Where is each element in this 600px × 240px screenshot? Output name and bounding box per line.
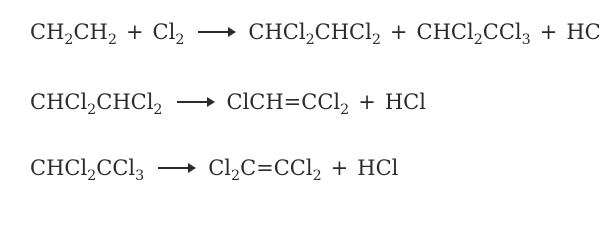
- formula-text: HCl: [384, 90, 426, 114]
- reactants-formula: Cl2: [152, 20, 185, 48]
- products-formula: CHCl2CHCl2: [248, 20, 381, 48]
- formula-subscript: 2: [230, 168, 241, 185]
- right-arrow-icon: [158, 162, 197, 173]
- plus-sign: +: [330, 156, 349, 180]
- plus-sign: +: [358, 90, 376, 114]
- formula-text: CHCl: [248, 20, 306, 44]
- formula-subscript: 2: [371, 32, 381, 49]
- plus-sign: +: [389, 20, 408, 44]
- formula-subscript: 2: [473, 32, 483, 49]
- formula-text: ClCH=CCl: [226, 90, 341, 114]
- reactants-formula: CHCl2CHCl2: [30, 90, 163, 118]
- arrow-head: [228, 26, 237, 37]
- arrow-shaft: [176, 100, 210, 103]
- formula-subscript: 3: [135, 168, 145, 185]
- products-formula: CHCl2CCl3: [416, 20, 531, 48]
- products-formula: ClCH=CCl2: [226, 90, 350, 118]
- formula-subscript: 2: [64, 32, 74, 49]
- formula-text: CCl: [96, 156, 136, 180]
- products-formula: HCl: [566, 22, 600, 43]
- formula-text: HCl: [566, 20, 600, 44]
- formula-text: HCl: [357, 156, 399, 180]
- formula-text: CH: [30, 20, 65, 44]
- formula-text: CH: [73, 20, 108, 44]
- formula-subscript: 2: [107, 32, 117, 49]
- formula-subscript: 2: [87, 168, 97, 185]
- reactants-formula: CH2CH2: [30, 20, 117, 48]
- arrow-head: [188, 162, 197, 173]
- formula-subscript: 3: [521, 32, 531, 49]
- formula-subscript: 2: [305, 32, 315, 49]
- formula-text: CHCl: [30, 90, 88, 114]
- products-formula: Cl2C=CCl2: [208, 156, 321, 184]
- formula-text: CHCl: [314, 20, 372, 44]
- formula-subscript: 2: [175, 32, 185, 49]
- formula-subscript: 2: [87, 102, 97, 119]
- formula-text: Cl: [152, 20, 176, 44]
- right-arrow-icon: [176, 96, 215, 107]
- formula-subscript: 2: [312, 168, 322, 185]
- formula-text: CHCl: [96, 90, 154, 114]
- plus-sign: +: [125, 20, 144, 44]
- formula-text: Cl: [208, 156, 231, 180]
- formula-text: CHCl: [30, 156, 88, 180]
- formula-text: CHCl: [416, 20, 474, 44]
- products-formula: HCl: [357, 158, 398, 179]
- reactants-formula: CHCl2CCl3: [30, 156, 144, 184]
- arrow-head: [206, 96, 215, 107]
- products-formula: HCl: [385, 92, 426, 113]
- formula-subscript: 2: [153, 102, 163, 119]
- arrow-shaft: [198, 30, 232, 33]
- arrow-shaft: [158, 166, 192, 169]
- formula-text: CCl: [482, 20, 522, 44]
- right-arrow-icon: [198, 26, 237, 37]
- formula-text: C=CCl: [240, 156, 313, 180]
- formula-subscript: 2: [340, 102, 350, 119]
- plus-sign: +: [539, 20, 558, 44]
